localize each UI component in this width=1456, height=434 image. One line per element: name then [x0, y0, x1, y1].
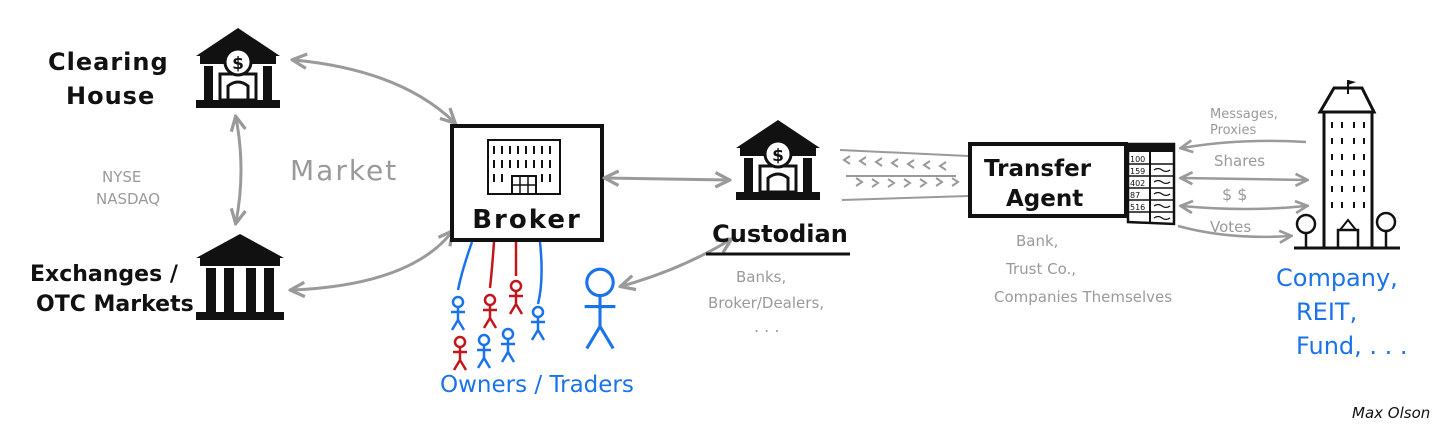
money-arrow	[1182, 206, 1306, 209]
owners-traders-label: Owners / Traders	[440, 372, 634, 398]
votes-arrow	[1177, 224, 1290, 237]
proxies-label: Proxies	[1210, 123, 1257, 138]
broker-box	[450, 124, 604, 242]
company-tower-icon	[1294, 80, 1400, 250]
ledger-row-3: 402	[1130, 179, 1145, 188]
custodian-label: Custodian	[712, 220, 848, 248]
exchanges-label-line1: Exchanges /	[30, 262, 179, 287]
transfer-agent-example-3: Companies Themselves	[994, 288, 1172, 306]
market-label: Market	[290, 154, 398, 187]
money-label: $ $	[1222, 185, 1247, 204]
shares-arrow	[1182, 178, 1306, 180]
exchange-building-icon	[196, 234, 284, 320]
owner-custodian-arrow	[622, 240, 730, 286]
clearing-house-label-line2: House	[66, 82, 155, 110]
transfer-agent-label-line2: Agent	[1006, 186, 1083, 212]
nasdaq-label: NASDAQ	[96, 190, 160, 208]
transfer-agent-example-2: Trust Co.,	[1005, 260, 1076, 278]
ledger-icon: 100 159 402 87 516	[1126, 142, 1176, 226]
ledger-row-4: 87	[1130, 191, 1140, 200]
custodian-example-1: Banks,	[736, 268, 786, 286]
custodian-example-3: . . .	[754, 317, 779, 336]
clearing-house-label-line1: Clearing	[48, 48, 169, 76]
ledger-row-2: 159	[1130, 167, 1145, 176]
messages-arrow	[1182, 141, 1307, 148]
broker-custodian-arrow	[606, 178, 728, 180]
custodian-example-2: Broker/Dealers,	[708, 294, 824, 312]
company-label-line3: Fund, . . .	[1296, 332, 1408, 360]
broker-building-icon	[487, 139, 561, 195]
owners-stick-figures	[449, 279, 547, 372]
owner-links	[456, 241, 543, 305]
clearing-exchange-arrow	[236, 118, 241, 222]
ledger-row-1: 100	[1130, 155, 1145, 164]
broker-label: Broker	[472, 205, 582, 235]
shares-label: Shares	[1214, 152, 1265, 170]
exchange-broker-arrow	[292, 232, 452, 290]
transfer-agent-box	[968, 142, 1128, 218]
custodian-transfer-arrows	[839, 149, 969, 201]
company-label-line1: Company,	[1276, 264, 1398, 292]
votes-label: Votes	[1210, 218, 1251, 236]
company-label-line2: REIT,	[1296, 298, 1357, 326]
clearing-broker-arrow	[294, 60, 454, 122]
messages-label: Messages,	[1210, 107, 1278, 122]
exchanges-label-line2: OTC Markets	[36, 292, 194, 317]
transfer-agent-label-line1: Transfer	[984, 156, 1092, 182]
nyse-label: NYSE	[102, 168, 141, 186]
transfer-agent-example-1: Bank,	[1016, 232, 1058, 250]
clearing-house-bank-icon	[194, 26, 282, 110]
signature: Max Olson	[1352, 404, 1430, 422]
ledger-row-5: 516	[1130, 203, 1145, 212]
direct-owner-figure	[584, 267, 616, 350]
custodian-bank-icon	[734, 118, 822, 202]
